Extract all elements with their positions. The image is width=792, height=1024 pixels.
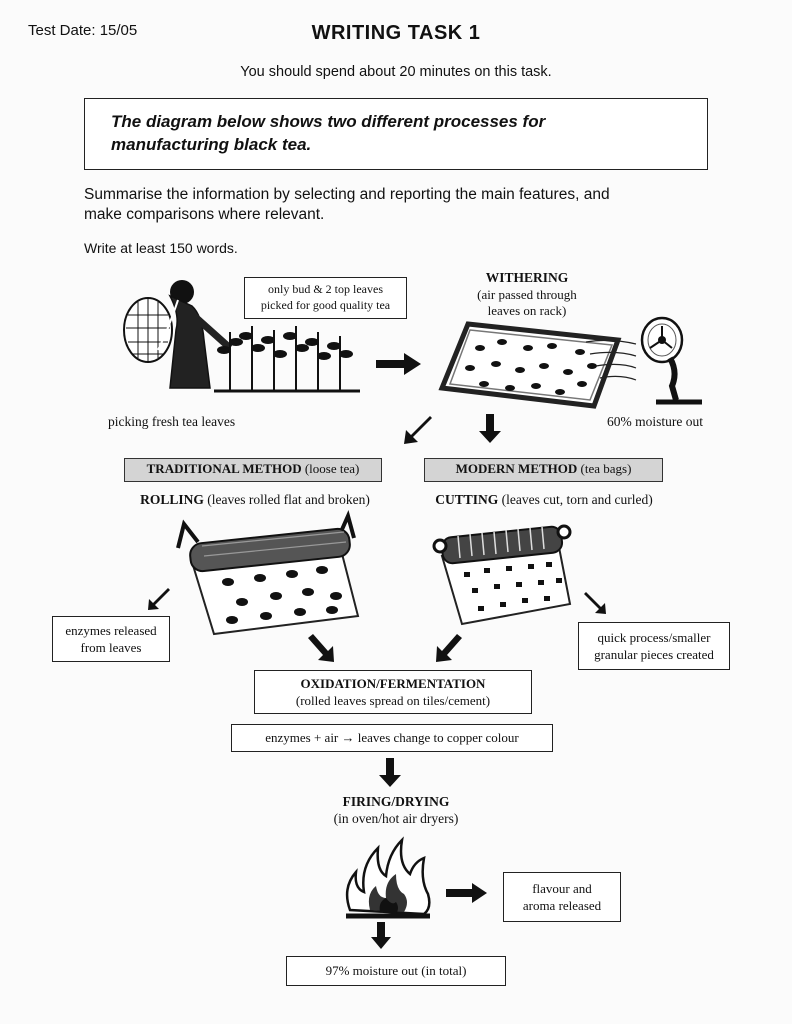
quick-process-line2: granular pieces created — [594, 647, 714, 662]
picking-note-line2: picked for good quality tea — [260, 298, 391, 312]
instructions-line1: Summarise the information by selecting a… — [84, 186, 610, 203]
fire-icon — [345, 836, 431, 919]
arrow-down-left-icon — [436, 634, 462, 662]
firing-title: FIRING/DRYING — [342, 794, 450, 809]
page-title: WRITING TASK 1 — [311, 22, 481, 44]
rolling-illustration — [176, 510, 360, 636]
picking-note-box: only bud & 2 top leaves picked for good … — [244, 277, 407, 319]
tea-picker-illustration — [123, 280, 360, 393]
enzymes-note-line2: from leaves — [80, 640, 142, 655]
moisture-97-box: 97% moisture out (in total) — [286, 956, 506, 986]
firing-sub: (in oven/hot air dryers) — [333, 811, 459, 826]
task-prompt-box: The diagram below shows two different pr… — [84, 98, 708, 170]
oxidation-title: OXIDATION/FERMENTATION — [300, 676, 486, 691]
task-prompt-line2: manufacturing black tea. — [111, 135, 312, 154]
withering-line2: leaves on rack) — [487, 303, 567, 318]
enzymes-air-box: enzymes + air → leaves change to copper … — [231, 724, 553, 752]
cutting-title: CUTTING — [435, 492, 499, 507]
arrow-down-icon — [371, 922, 391, 949]
quick-process-line1: quick process/smaller — [597, 630, 711, 645]
test-date: Test Date: 15/05 — [28, 22, 138, 39]
traditional-method-sub: (loose tea) — [301, 461, 360, 476]
arrow-down-left-icon — [148, 588, 170, 610]
oxidation-box: OXIDATION/FERMENTATION (rolled leaves sp… — [254, 670, 532, 714]
arrow-down-icon — [379, 758, 401, 787]
enzymes-air-right: leaves change to copper colour — [354, 730, 519, 745]
arrow-right-icon — [376, 353, 421, 375]
rolling-title: ROLLING — [140, 492, 204, 507]
task-prompt-line1: The diagram below shows two different pr… — [111, 112, 546, 131]
moisture-60-label: 60% moisture out — [607, 414, 703, 429]
quick-process-box: quick process/smaller granular pieces cr… — [578, 622, 730, 670]
flavour-note-box: flavour and aroma released — [503, 872, 621, 922]
picking-note-line1: only bud & 2 top leaves — [268, 282, 383, 296]
rolling-desc: (leaves rolled flat and broken) — [203, 492, 370, 507]
flavour-note-line2: aroma released — [522, 898, 602, 913]
withering-line1: (air passed through — [477, 287, 577, 302]
arrow-down-right-icon — [584, 592, 606, 614]
traditional-method-title: TRADITIONAL METHOD — [146, 461, 302, 476]
cutting-label: CUTTING (leaves cut, torn and curled) — [404, 492, 684, 508]
arrow-down-right-icon — [308, 634, 334, 662]
enzymes-note-line1: enzymes released — [65, 623, 157, 638]
withering-title: WITHERING — [485, 270, 569, 285]
instructions-line2: make comparisons where relevant. — [84, 206, 325, 223]
modern-method-title: MODERN METHOD — [455, 461, 578, 476]
arrow-right-icon: → — [341, 730, 355, 745]
oxidation-sub: (rolled leaves spread on tiles/cement) — [295, 693, 491, 708]
enzymes-air-left: enzymes + air — [265, 730, 342, 745]
time-note: You should spend about 20 minutes on thi… — [240, 64, 552, 80]
enzymes-note-box: enzymes released from leaves — [52, 616, 170, 662]
modern-method-sub: (tea bags) — [577, 461, 632, 476]
word-count-note: Write at least 150 words. — [84, 240, 238, 256]
flavour-note-line1: flavour and — [532, 881, 592, 896]
traditional-method-header: TRADITIONAL METHOD (loose tea) — [124, 458, 382, 482]
picking-label: picking fresh tea leaves — [108, 414, 236, 429]
arrow-down-left-icon — [404, 416, 432, 444]
arrow-right-icon — [446, 883, 487, 903]
modern-method-header: MODERN METHOD (tea bags) — [424, 458, 663, 482]
cutting-illustration — [432, 524, 572, 626]
cutting-desc: (leaves cut, torn and curled) — [498, 492, 653, 507]
arrow-down-icon — [479, 414, 501, 443]
withering-rack-illustration — [438, 316, 702, 409]
rolling-label: ROLLING (leaves rolled flat and broken) — [110, 492, 400, 508]
